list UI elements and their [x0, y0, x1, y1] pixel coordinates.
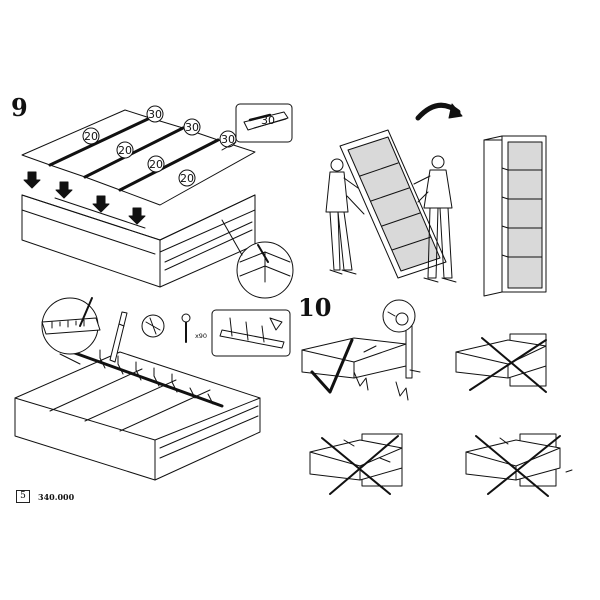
part-label-30-d: 30: [261, 114, 275, 127]
nail-count-label: x90: [195, 332, 207, 340]
step9-ruler-detail: [41, 297, 101, 365]
step10-drawer-correct: [301, 299, 421, 401]
step10-drawer-wrong-1: [455, 333, 547, 393]
step9-detail-circle: [221, 219, 294, 299]
part-label-20-d: 20: [180, 172, 194, 185]
part-label-20-c: 20: [149, 158, 163, 171]
step9-hardware-detail: [141, 309, 291, 357]
part-label-30-a: 30: [148, 108, 162, 121]
step-9-number: 9: [11, 93, 28, 122]
page-footer: 5 340.000: [16, 490, 74, 503]
step10-drawer-wrong-2: [309, 433, 403, 495]
part-label-30-b: 30: [185, 121, 199, 134]
step9-upright-cabinet: [483, 135, 547, 297]
part-label-30-c: 30: [221, 133, 235, 146]
page-number: 5: [16, 490, 30, 503]
step9-people-and-cabinet: [325, 102, 463, 283]
document-code: 340.000: [38, 491, 75, 502]
step9-label-texts: 30 30 30 30 20 20 20 20 x90: [84, 108, 275, 340]
step10-drawer-wrong-3: [465, 433, 573, 497]
part-label-20-b: 20: [118, 144, 132, 157]
step-10-number: 10: [298, 293, 332, 322]
step9-nailing-cabinet: [14, 311, 261, 481]
step9-detail-strip: [221, 103, 293, 151]
part-label-20-a: 20: [84, 130, 98, 143]
step9-arrows: [23, 171, 146, 225]
